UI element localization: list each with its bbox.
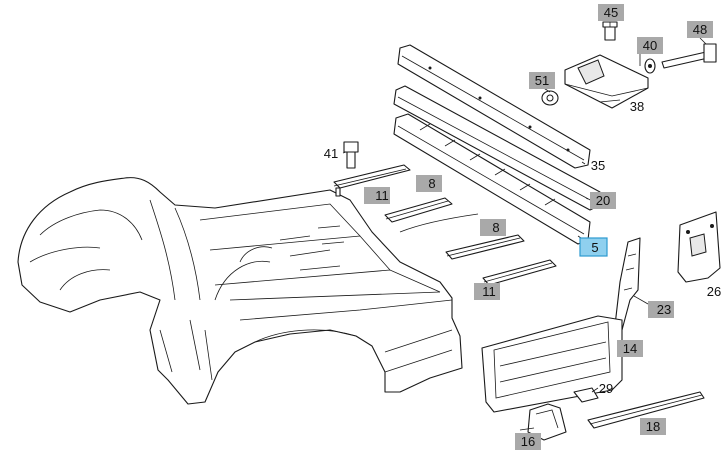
washer-40-icon[interactable] — [644, 58, 656, 74]
callout-26[interactable]: 26 — [707, 284, 721, 299]
callout-20[interactable]: 20 — [590, 192, 616, 209]
callout-45-text: 45 — [604, 5, 618, 20]
bolt-48-icon[interactable] — [661, 43, 717, 69]
callout-18-text: 18 — [646, 419, 660, 434]
callout-11-lower-text: 11 — [482, 284, 496, 299]
callout-8-upper-text: 8 — [428, 176, 435, 191]
bracket-23[interactable] — [613, 237, 641, 335]
cross-member-8-lower[interactable] — [445, 234, 525, 260]
callout-23[interactable]: 23 — [648, 301, 674, 318]
callout-14-text: 14 — [623, 341, 637, 356]
callout-41[interactable]: 41 — [324, 146, 338, 161]
callout-29[interactable]: 29 — [599, 381, 613, 396]
nut-51-icon[interactable] — [541, 90, 559, 106]
callout-41-text: 41 — [324, 146, 338, 161]
callout-20-text: 20 — [596, 193, 610, 208]
cross-member-8-upper[interactable] — [384, 197, 453, 223]
tray-14[interactable] — [481, 315, 623, 413]
bracket-26[interactable] — [677, 211, 721, 283]
callout-16[interactable]: 16 — [515, 433, 541, 450]
floor-assembly-drawing — [17, 177, 463, 405]
callout-40-text: 40 — [643, 38, 657, 53]
callout-11-upper-text: 11 — [375, 188, 389, 203]
bracket-16[interactable] — [527, 403, 567, 441]
callout-38[interactable]: 38 — [630, 99, 644, 114]
bracket-38[interactable] — [564, 54, 649, 109]
callout-8-upper[interactable]: 8 — [416, 175, 442, 192]
sealing-strip[interactable] — [399, 213, 479, 233]
callout-51[interactable]: 51 — [529, 72, 555, 89]
sill-rail-35[interactable] — [397, 44, 591, 169]
callout-38-text: 38 — [630, 99, 644, 114]
cross-member-11-upper[interactable] — [333, 164, 411, 197]
callout-35-text: 35 — [591, 158, 605, 173]
callout-16-text: 16 — [521, 434, 535, 449]
bolt-41-icon[interactable] — [343, 141, 359, 169]
callout-5-text: 5 — [591, 240, 598, 255]
strip-18[interactable] — [587, 391, 705, 429]
callout-40[interactable]: 40 — [637, 37, 663, 54]
callout-23-text: 23 — [657, 302, 671, 317]
callout-45[interactable]: 45 — [598, 4, 624, 21]
callout-8-lower-text: 8 — [492, 220, 499, 235]
callout-18[interactable]: 18 — [640, 418, 666, 435]
callout-29-text: 29 — [599, 381, 613, 396]
callout-26-text: 26 — [707, 284, 721, 299]
cross-member-11-lower[interactable] — [482, 259, 557, 286]
callout-51-text: 51 — [535, 73, 549, 88]
callout-11-upper[interactable]: 11 — [364, 187, 390, 204]
callout-35[interactable]: 35 — [591, 158, 605, 173]
callout-48-text: 48 — [693, 22, 707, 37]
leader-lines — [342, 22, 707, 431]
bracket-29[interactable] — [573, 387, 599, 403]
callout-14[interactable]: 14 — [617, 340, 643, 357]
callout-11-lower[interactable]: 11 — [474, 283, 500, 300]
callout-5-selected[interactable]: 5 — [579, 237, 608, 257]
callout-8-lower[interactable]: 8 — [480, 219, 506, 236]
callout-48[interactable]: 48 — [687, 21, 713, 38]
